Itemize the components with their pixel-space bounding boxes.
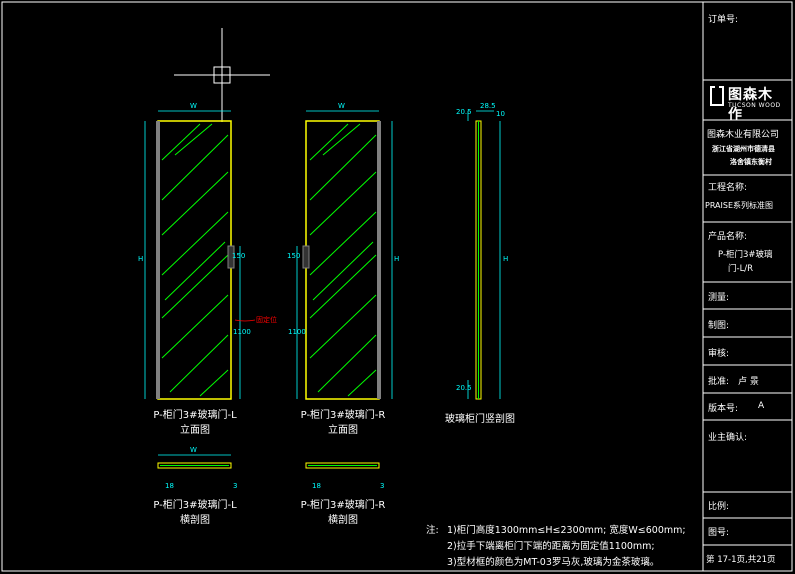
left-cross-frame [157,462,232,469]
left-elevation-caption: P-柜门3#玻璃门-L 立面图 [153,410,237,436]
note-2: 2)拉手下端离柜门下端的距离为固定值1100mm; [447,541,655,552]
section-top-small-dim: 20.5 [456,108,472,116]
right-cross-frame [305,462,380,469]
right-elevation-caption: P-柜门3#玻璃门-R 立面图 [300,410,386,436]
approve-value: 卢 景 [738,377,759,387]
right-cross-a-dim: 18 [312,482,321,490]
note-3: 3)型材框的颜色为MT-03罗马灰,玻璃为金茶玻璃。 [447,557,660,568]
left-door-frame [157,120,232,400]
left-dim-lines [144,110,241,399]
version-label: 版本号: [708,404,739,414]
hinge-leader [234,319,256,322]
left-handle-dim: 150 [232,252,246,260]
product-line-2: 门-L/R [728,264,754,274]
section-top-dim: 28.5 [480,102,496,110]
company-address-2: 洛舍镇东衡村 [730,158,772,166]
owner-confirm-label: 业主确认: [708,433,748,443]
left-handle-height-dim: 1100 [233,328,251,336]
product-label: 产品名称: [708,232,748,242]
left-cross-width-dim: W [190,446,197,454]
left-glass-hatch [161,123,229,397]
company-logo: 图森木作 TUCSON WOOD [708,83,786,123]
right-handle-height-dim: 1100 [288,328,306,336]
title-block-lines [703,79,792,546]
section-side-dim: 10 [496,110,505,118]
right-handle-dim: 150 [287,252,301,260]
project-value: PRAISE系列标准图 [705,201,774,210]
left-cross-a-dim: 18 [165,482,174,490]
right-cross-caption: P-柜门3#玻璃门-R 横剖图 [300,500,386,526]
section-dim-lines [467,110,501,399]
left-width-dim: W [190,102,197,110]
right-door-frame [305,120,380,400]
company-name: 图森木业有限公司 [707,130,780,140]
right-cross-b-dim: 3 [380,482,385,490]
right-handle [302,245,310,269]
drawing-no-label: 图号: [708,528,730,538]
left-height-dim: H [138,255,144,263]
left-handle [227,245,235,269]
order-no-label: 订单号: [708,15,739,25]
review-label: 审核: [708,349,730,359]
left-cross-section [157,454,232,469]
crosshair-cursor [174,28,270,122]
version-value: A [758,401,765,411]
scale-label: 比例: [708,502,730,512]
right-door-profile [377,121,381,399]
right-dim-lines [296,110,393,399]
left-elevation [144,110,256,400]
page-number: 第 17-1页,共21页 [706,555,776,565]
vertical-section [467,110,501,400]
notes-prefix: 注: [426,525,439,536]
approve-label: 批准: [708,377,730,387]
left-cross-b-dim: 3 [233,482,238,490]
right-elevation [296,110,393,400]
hinge-note: 固定位 [256,316,277,324]
section-caption: 玻璃柜门竖剖图 [445,414,515,425]
right-glass-hatch [309,123,377,397]
logo-mark-icon [710,86,724,106]
section-bottom-small-dim: 20.5 [456,384,472,392]
note-1: 1)柜门高度1300mm≤H≤2300mm; 宽度W≤600mm; [447,525,686,536]
drawing-label: 制图: [708,321,730,331]
company-address-1: 浙江省湖州市德清县 [712,145,775,153]
product-line-1: P-柜门3#玻璃 [718,250,773,260]
survey-label: 测量: [708,293,730,303]
right-width-dim: W [338,102,345,110]
left-door-profile [156,121,160,399]
project-label: 工程名称: [708,183,748,193]
right-height-dim: H [394,255,400,263]
section-height-dim: H [503,255,509,263]
right-cross-section [305,462,380,469]
left-cross-caption: P-柜门3#玻璃门-L 横剖图 [153,500,237,526]
